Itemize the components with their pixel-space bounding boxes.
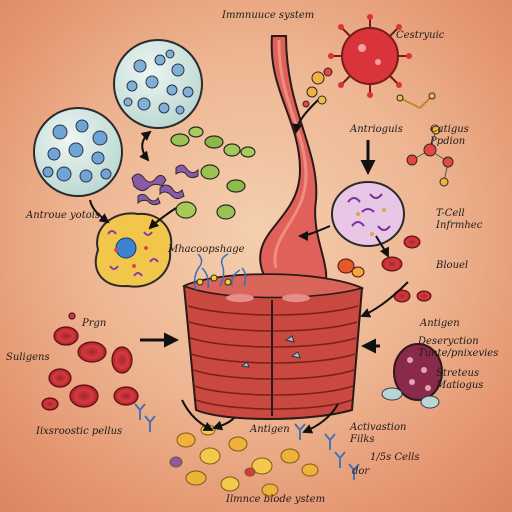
antigen-particles-yellow (169, 424, 319, 497)
label-antigen-right: Antigen (420, 318, 460, 329)
label-activation: Activastion Filks (350, 422, 406, 446)
label-catigus: Catigus Ppdion (430, 124, 469, 148)
label-macrophage: Mhacoopshage (168, 244, 245, 255)
label-cells: 1/5s Cells (370, 452, 420, 463)
label-blouel: Blouel (436, 260, 469, 271)
label-dor: dor (352, 466, 370, 477)
t-cell (331, 181, 405, 247)
label-streteus-line2: Matiogus (436, 380, 484, 391)
streteus-cell (381, 343, 443, 409)
lymphocyte-left (33, 107, 123, 197)
label-antigen-bottom: Antigen (250, 424, 290, 435)
antigen-particles-purple (131, 164, 199, 206)
title-label: Immnuuce system (222, 10, 315, 21)
antigen-particles-green (170, 126, 256, 220)
label-streteus-line1: Streteus (436, 368, 480, 379)
label-catigus-line1: Catigus (430, 124, 469, 135)
macrophage (94, 212, 173, 288)
label-antroue-yotois: Antroue yotois (26, 210, 101, 221)
tissue-granules (196, 274, 232, 286)
red-cells-left (41, 312, 139, 411)
label-activation-line2: Filks (350, 434, 375, 445)
tissue-block (182, 273, 365, 420)
label-lixsroostic: Iixsroostic pellus (36, 426, 123, 437)
label-suligens: Suligens (6, 352, 50, 363)
label-streteus: Streteus Matiogus (436, 368, 483, 392)
label-prgn: Prgn (82, 318, 107, 329)
lymphocyte-top (113, 39, 203, 129)
label-t-cell: T-Cell Infrmhec (436, 208, 482, 232)
virus-icon (328, 14, 412, 98)
label-deseryction: Deseryction Tunte/pnixevies (418, 336, 498, 360)
nerve-fibers (193, 253, 247, 291)
molecules-top (302, 67, 436, 109)
antibodies (134, 403, 360, 480)
label-deseryction-line1: Deseryction (418, 336, 479, 347)
label-bottom: Ilmnce blode ystem (226, 494, 326, 505)
label-catigus-line2: Ppdion (430, 136, 466, 147)
label-activation-line1: Activastion (350, 422, 407, 433)
label-deseryction-line2: Tunte/pnixevies (418, 348, 499, 359)
label-t-cell-line1: T-Cell (436, 208, 465, 219)
molecules-catigus (406, 125, 454, 187)
arrow-icon (89, 99, 409, 434)
label-antrioguis: Antrioguis (350, 124, 403, 135)
label-t-cell-line2: Infrmhec (436, 220, 483, 231)
label-cestryuic: Cestryuic (396, 30, 445, 41)
